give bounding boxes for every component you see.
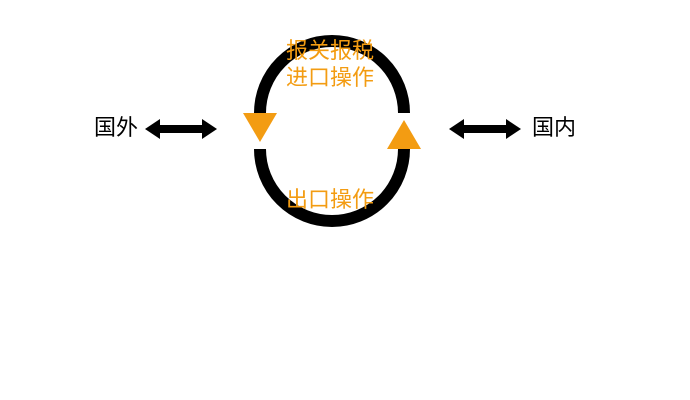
up-arrow-icon — [387, 120, 421, 149]
import-customs-label: 报关报税 进口操作 — [260, 38, 400, 92]
customs-declaration-text: 报关报税 — [285, 39, 374, 64]
cycle-arc-top — [254, 35, 410, 114]
down-arrow-icon — [243, 113, 277, 142]
right-double-arrow-icon — [449, 119, 521, 139]
cycle-arc-bottom — [254, 148, 410, 227]
left-double-arrow-icon — [145, 119, 217, 139]
import-operation-text: 进口操作 — [285, 66, 374, 91]
overseas-label: 国外 — [94, 116, 139, 141]
domestic-label: 国内 — [532, 116, 577, 141]
export-operation-label: 出口操作 — [285, 188, 374, 213]
